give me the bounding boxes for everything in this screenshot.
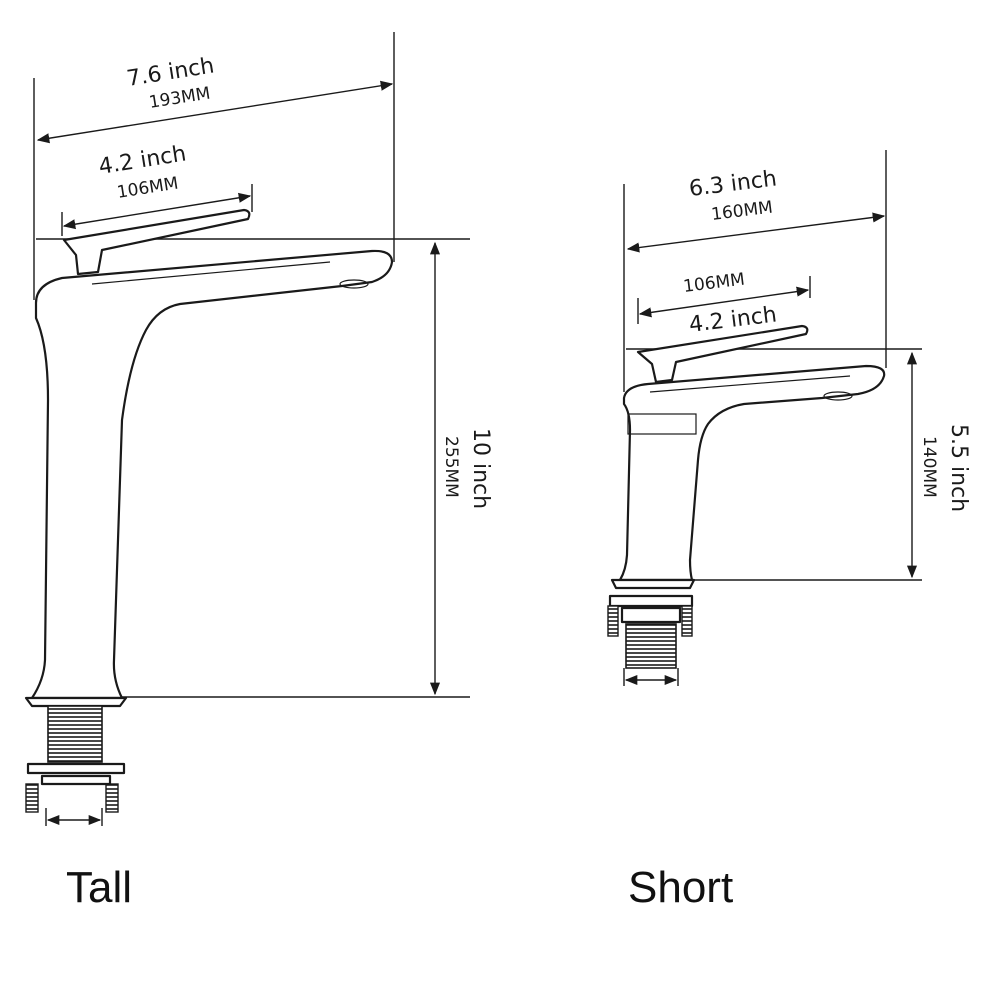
tall-caption: Tall [66, 863, 133, 912]
short-handle-dimension-line [638, 286, 810, 318]
short-base-ring [610, 578, 696, 590]
tall-height-mm-label: 255MM [441, 436, 461, 498]
tall-base-ring [24, 696, 128, 708]
short-washer [620, 606, 682, 624]
short-caption: Short [628, 863, 734, 912]
short-faucet-lever [636, 324, 809, 384]
short-threaded-shank [625, 623, 677, 669]
short-aerator [823, 391, 853, 401]
short-width-mm-label: 160MM [710, 198, 774, 225]
short-height-mm-label: 140MM [919, 436, 939, 498]
short-faucet: 6.3 inch 160MM 106MM 4.2 inch 5.5 inch 1… [607, 150, 971, 686]
short-bolt-left [607, 605, 619, 637]
short-faucet-drawing [607, 324, 886, 686]
tall-bolt-right [105, 783, 119, 813]
tall-mounting-plate [26, 762, 126, 775]
short-mounting-plate [608, 594, 694, 608]
short-width-inch-label: 6.3 inch [688, 166, 778, 202]
short-handle-mm-label: 106MM [682, 270, 746, 297]
short-bolt-right [681, 605, 693, 637]
short-spout-groove [649, 375, 851, 393]
short-height-inch-label: 5.5 inch [946, 424, 971, 512]
tall-bolt-left [25, 783, 39, 813]
tall-aerator [339, 279, 369, 289]
tall-handle-dimension-line [62, 192, 252, 230]
tall-height-inch-label: 10 inch [468, 428, 493, 509]
short-body-band [627, 413, 697, 435]
tall-handle-mm-label: 106MM [116, 174, 180, 203]
tall-width-dimension-line [36, 80, 394, 144]
tall-faucet: 7.6 inch 193MM 4.2 inch 106MM 10 inch 25… [24, 32, 493, 826]
tall-faucet-drawing [24, 208, 394, 826]
tall-threaded-shank [47, 705, 103, 763]
tall-washer [40, 774, 112, 786]
tall-width-mm-label: 193MM [148, 84, 212, 113]
tall-spout-groove [91, 261, 331, 285]
tall-faucet-lever [62, 208, 251, 276]
short-faucet-body [618, 364, 886, 582]
tall-faucet-body [30, 249, 394, 700]
short-width-dimension-line [626, 212, 886, 253]
